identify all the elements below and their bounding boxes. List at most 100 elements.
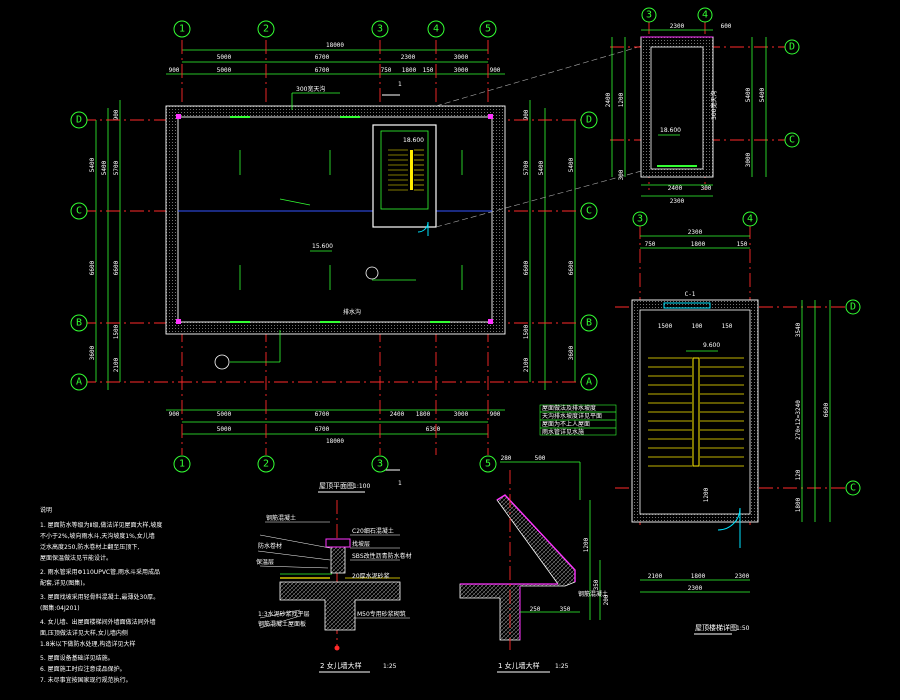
stair-axis-4: 4 xyxy=(742,211,758,227)
dim-left-2: 3600 xyxy=(89,345,96,360)
detail-tr-axis-4: 4 xyxy=(697,7,713,23)
axis-bubble-x5-top: 5 xyxy=(479,20,497,38)
dim-bot-r1-2: 6700 xyxy=(315,411,330,418)
dim-bot-r2-0: 5000 xyxy=(217,426,232,433)
notes-heading: 说明 xyxy=(40,506,52,514)
roof-plan-drain-label: 排水沟 xyxy=(343,308,361,316)
detail-tr-dim-top-1: 600 xyxy=(721,23,732,30)
legend-row-0: 屋面做法及排水坡度 xyxy=(542,404,596,412)
svg-text:5: 5 xyxy=(485,459,491,470)
axis-bubble-yC-right: C xyxy=(580,202,598,220)
svg-text:C: C xyxy=(586,206,592,217)
notes-item-9: 面,压顶做法详见大样,女儿墙内侧 xyxy=(40,629,128,637)
dim-right-1: 6600 xyxy=(568,260,575,275)
dim-left-in-3: 6600 xyxy=(113,260,120,275)
svg-text:A: A xyxy=(586,377,592,388)
stair-side-dim: 1200 xyxy=(703,487,710,502)
svg-text:D: D xyxy=(76,115,82,126)
d1-dim-6: 200 xyxy=(603,594,610,605)
legend-row-3: 雨水管详见水施 xyxy=(542,428,584,436)
dim-left-0: 5400 xyxy=(89,157,96,172)
detail-tr-dim-bot-2: 2300 xyxy=(670,198,685,205)
detail-tr-note: 300宽天沟 xyxy=(710,91,718,120)
axis-bubble-x3-top: 3 xyxy=(371,20,389,38)
svg-text:2: 2 xyxy=(263,459,269,470)
general-notes: 说明 1. 屋面防水等级为Ⅱ级,做法详见屋面大样,坡度 不小于2%,坡向雨水斗,… xyxy=(40,506,162,684)
roof-plan-title: 屋顶平面图 xyxy=(319,482,354,490)
d2-label-9: M50专用砂浆砌筑 xyxy=(357,610,406,618)
stair-title: 屋顶楼梯详图 xyxy=(695,623,737,632)
axis-bubble-yA-left: A xyxy=(70,373,88,391)
stair-dim-top-0: 750 xyxy=(645,241,656,248)
svg-text:C: C xyxy=(76,206,82,217)
notes-item-2: 泛水高度250,防水卷材上翻至压顶下, xyxy=(40,543,139,551)
roof-plan-section-mark-top: 1 xyxy=(398,81,402,88)
d1-dim-0: 280 xyxy=(501,455,512,462)
dim-left-in-0: 900 xyxy=(113,109,120,120)
axis-bubble-x2-bottom: 2 xyxy=(257,455,275,473)
stair-label-top: C-1 xyxy=(685,291,696,298)
stair-dim-right-0: 3540 xyxy=(795,322,802,337)
axis-bubble-yA-right: A xyxy=(580,373,598,391)
roof-plan-dimensions-bottom: 900 5000 6700 2400 1800 3000 900 5000 67… xyxy=(166,409,505,445)
notes-item-12: 6. 屋面施工时应注意成品保护。 xyxy=(40,665,126,673)
stair-plan: 750 1800 150 2300 1500 100 150 C-1 2100 … xyxy=(615,211,861,635)
dim-left-in-5: 2100 xyxy=(113,357,120,372)
dim-left-in-4: 1500 xyxy=(113,324,120,339)
stair-dim-top-2: 150 xyxy=(737,241,748,248)
dim-top-r2-0: 5000 xyxy=(217,54,232,61)
d2-label-1: C20细石混凝土 xyxy=(352,527,394,535)
d2-label-8: 钢筋混凝土屋面板 xyxy=(258,620,306,628)
stair-elev: 9.600 xyxy=(703,342,720,349)
detail-tr-axis-D: D xyxy=(784,39,800,55)
dim-top-r2-2: 2300 xyxy=(401,54,416,61)
d2-label-5: SBS改性沥青防水卷材 xyxy=(352,552,412,560)
stair-dim-top2-0: 1500 xyxy=(658,323,673,330)
roof-plan-note-top: 300宽天沟 xyxy=(296,85,325,93)
d1-scale: 1:25 xyxy=(555,663,569,670)
detail-tr-dim-bot-1: 300 xyxy=(701,185,712,192)
axis-bubble-x5-bottom: 5 xyxy=(479,455,497,473)
dim-left-1: 6600 xyxy=(89,260,96,275)
d1-dim-5: 350 xyxy=(560,606,571,613)
axis-bubble-yB-right: B xyxy=(580,314,598,332)
dim-left-in-1: 5400 xyxy=(101,160,108,175)
stair-dim-top2-1: 100 xyxy=(692,323,703,330)
notes-item-4: 2. 雨水管采用Φ110UPVC管,雨水斗采用成品 xyxy=(40,568,160,576)
roof-plan-elev-main: 15.600 xyxy=(312,243,333,250)
detail-2-parapet: 钢筋混凝土 C20细石混凝土 防水卷材 保温层 找坡层 SBS改性沥青防水卷材 … xyxy=(256,500,412,673)
svg-text:3: 3 xyxy=(377,24,383,35)
axis-bubble-x2-top: 2 xyxy=(257,20,275,38)
dim-right-in-3: 6600 xyxy=(523,260,530,275)
svg-text:2: 2 xyxy=(263,24,269,35)
svg-text:1: 1 xyxy=(179,24,185,35)
dim-bot-r1-1: 5000 xyxy=(217,411,232,418)
d1-dim-1: 500 xyxy=(535,455,546,462)
legend-box: 屋面做法及排水坡度 天沟排水坡度详见平面 屋面为不上人屋面 雨水管详见水施 xyxy=(539,404,617,436)
svg-text:B: B xyxy=(586,318,592,329)
dim-top-r3-3: 750 xyxy=(381,67,392,74)
notes-item-1: 不小于2%,坡向雨水斗,天沟坡度1%,女儿墙 xyxy=(40,532,155,540)
d2-title: 2 女儿墙大样 xyxy=(320,661,362,670)
dim-top-r2-1: 6700 xyxy=(315,54,330,61)
roof-plan-section-mark-bottom: 1 xyxy=(398,480,402,487)
dim-right-in-5: 2100 xyxy=(523,357,530,372)
dim-right-in-2: 5700 xyxy=(523,160,530,175)
stair-dim-bot-total: 2300 xyxy=(688,585,703,592)
svg-text:3: 3 xyxy=(646,10,652,21)
d2-label-6: 20厚水泥砂浆 xyxy=(352,572,390,580)
svg-text:4: 4 xyxy=(702,10,708,21)
dim-top-r3-5: 150 xyxy=(423,67,434,74)
svg-text:D: D xyxy=(586,115,592,126)
legend-row-2: 屋面为不上人屋面 xyxy=(542,420,590,428)
axis-bubble-x1-top: 1 xyxy=(173,20,191,38)
dim-bot-r1-6: 900 xyxy=(490,411,501,418)
stair-axis-D: D xyxy=(845,299,861,315)
detail-tr-dim-bot-0: 2400 xyxy=(668,185,683,192)
roof-plan-scale: 1:100 xyxy=(353,483,370,490)
roof-plan-stair-treads xyxy=(388,149,424,191)
dim-top-total: 18000 xyxy=(326,42,344,49)
axis-bubble-yD-right: D xyxy=(580,111,598,129)
notes-item-6: 3. 屋面找坡采用轻骨料混凝土,最薄处30厚。 xyxy=(40,593,159,601)
